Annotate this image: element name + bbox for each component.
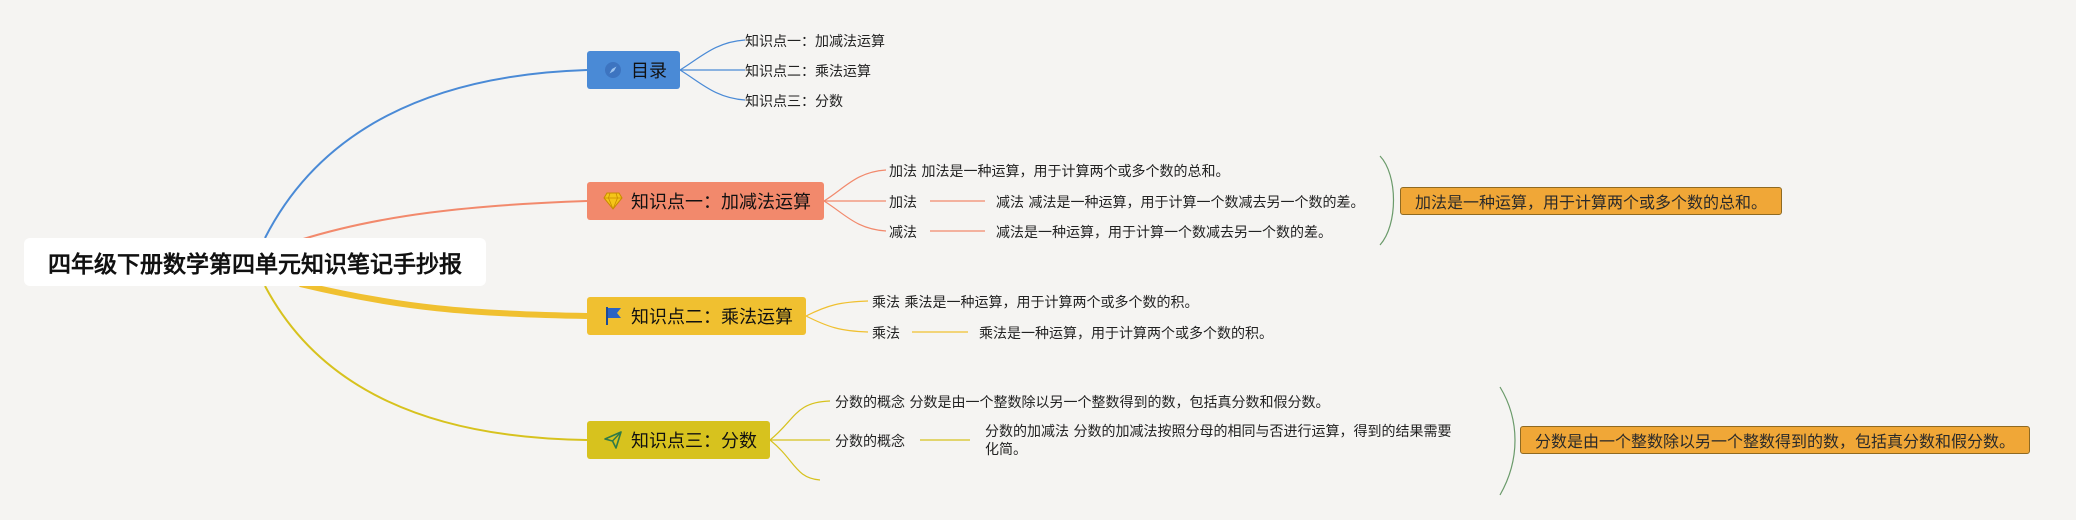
branch-multiplication[interactable]: 知识点二：乘法运算 <box>587 297 806 335</box>
connector-fraction-1 <box>769 400 831 441</box>
multiplication-subitem-1[interactable]: 乘法是一种运算，用于计算两个或多个数的积。 <box>979 326 1273 342</box>
addition-item-1[interactable]: 加法 加法是一种运算，用于计算两个或多个数的总和。 <box>889 164 1230 180</box>
branch-fraction[interactable]: 知识点三：分数 <box>587 421 770 459</box>
connector-multiplication-2 <box>805 315 869 333</box>
connector-catalog-3 <box>679 69 746 101</box>
fraction-item-1[interactable]: 分数的概念 分数是由一个整数除以另一个整数得到的数，包括真分数和假分数。 <box>835 395 1330 411</box>
connector-multiplication-1 <box>805 300 869 317</box>
paper-plane-icon <box>603 430 623 450</box>
connector-root-catalog <box>264 69 588 239</box>
fraction-summary[interactable]: 分数是由一个整数除以另一个整数得到的数，包括真分数和假分数。 <box>1520 426 2031 454</box>
catalog-item-3[interactable]: 知识点三：分数 <box>745 94 843 110</box>
addition-item-3[interactable]: 减法 <box>889 225 917 241</box>
flag-icon <box>603 306 623 326</box>
connector-fraction-3 <box>769 439 821 481</box>
multiplication-item-1[interactable]: 乘法 乘法是一种运算，用于计算两个或多个数的积。 <box>872 295 1199 311</box>
multiplication-item-2[interactable]: 乘法 <box>872 326 900 342</box>
connector-root-fraction <box>264 285 588 441</box>
catalog-item-2[interactable]: 知识点二：乘法运算 <box>745 64 871 80</box>
root-title[interactable]: 四年级下册数学第四单元知识笔记手抄报 <box>24 238 486 286</box>
branch-catalog[interactable]: 目录 <box>587 51 680 89</box>
addition-item-2[interactable]: 加法 <box>889 195 917 211</box>
addition-subitem-1[interactable]: 减法 减法是一种运算，用于计算一个数减去另一个数的差。 <box>996 195 1365 211</box>
branch-catalog-label: 目录 <box>631 61 667 82</box>
catalog-item-1[interactable]: 知识点一：加减法运算 <box>745 34 885 50</box>
branch-multiplication-label: 知识点二：乘法运算 <box>631 307 793 328</box>
gem-icon <box>603 191 623 211</box>
connector-addition-3 <box>823 200 887 232</box>
bracket-fraction <box>1499 386 1516 496</box>
bracket-addition <box>1379 155 1394 246</box>
addition-subitem-2[interactable]: 减法是一种运算，用于计算一个数减去另一个数的差。 <box>996 225 1332 241</box>
branch-fraction-label: 知识点三：分数 <box>631 431 757 452</box>
addition-summary[interactable]: 加法是一种运算，用于计算两个或多个数的总和。 <box>1400 187 1783 215</box>
branch-addition-label: 知识点一：加减法运算 <box>631 192 811 213</box>
branch-addition[interactable]: 知识点一：加减法运算 <box>587 182 824 220</box>
connector-catalog-1 <box>679 39 746 71</box>
compass-icon <box>603 60 623 80</box>
connector-addition-1 <box>823 169 887 202</box>
connector-root-multiplication <box>299 281 588 319</box>
connector-root-addition <box>299 200 588 241</box>
fraction-subitem-1[interactable]: 分数的加减法 分数的加减法按照分母的相同与否进行运算，得到的结果需要化简。 <box>985 424 1452 458</box>
fraction-item-2[interactable]: 分数的概念 <box>835 434 905 450</box>
